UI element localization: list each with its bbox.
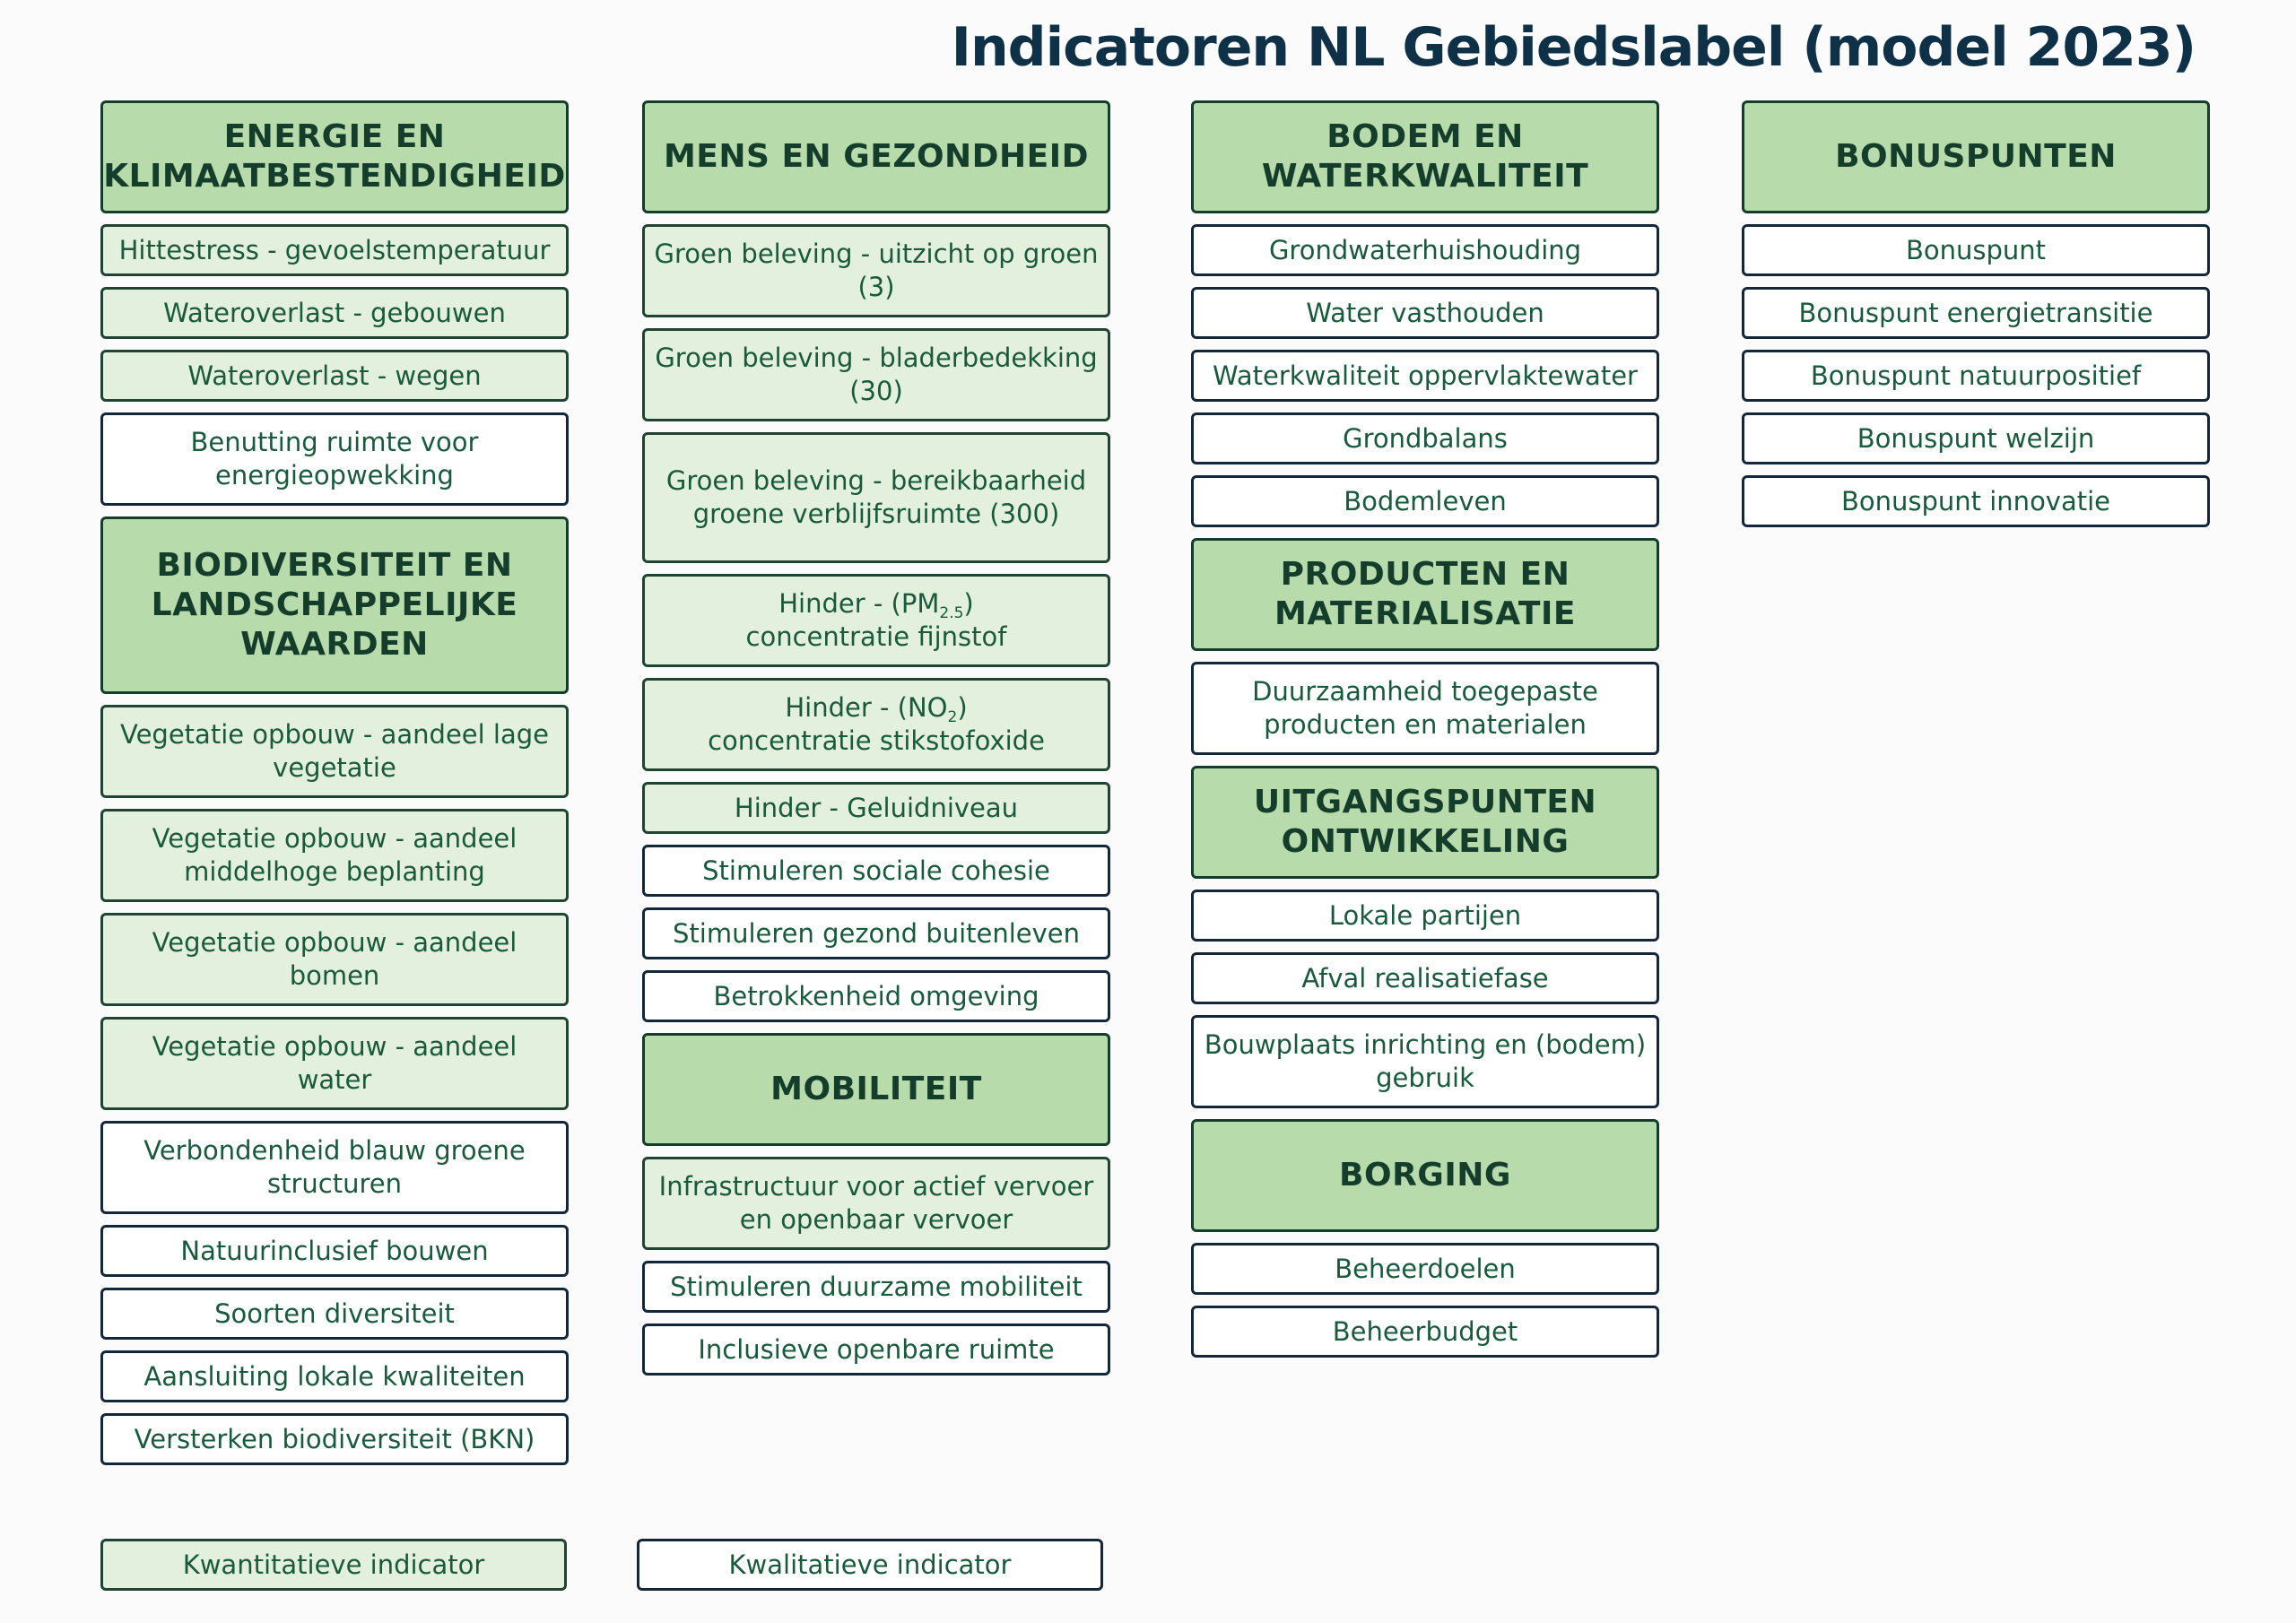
indicator-duurzame-mobiliteit: Stimuleren duurzame mobiliteit [642,1261,1110,1313]
indicator-hinder-fijnstof: Hinder - (PM2.5) concentratie fijnstof [642,574,1110,667]
page-title: Indicatoren NL Gebiedslabel (model 2023) [951,16,2196,79]
indicator-soorten-diversiteit: Soorten diversiteit [100,1288,569,1340]
indicator-aansluiting: Aansluiting lokale kwaliteiten [100,1350,569,1402]
indicator-bonus-innovatie: Bonuspunt innovatie [1742,475,2210,527]
section-header-uitgangspunten: UITGANGSPUNTEN ONTWIKKELING [1191,766,1659,879]
hinder-fijnstof-close: ) [963,588,974,619]
section-header-bonuspunten: BONUSPUNTEN [1742,100,2210,213]
hinder-stikstof-prefix: Hinder - (NO [785,692,948,723]
indicator-groen-uitzicht: Groen beleving - uitzicht op groen (3) [642,224,1110,317]
indicator-sociale-cohesie: Stimuleren sociale cohesie [642,845,1110,897]
column-4: BONUSPUNTEN Bonuspunt Bonuspunt energiet… [1742,100,2210,538]
indicator-vegetatie-water: Vegetatie opbouw - aandeel water [100,1017,569,1110]
indicator-hinder-geluid: Hinder - Geluidniveau [642,782,1110,834]
indicator-wateroverlast-gebouwen: Wateroverlast - gebouwen [100,287,569,339]
indicator-infrastructuur: Infrastructuur voor actief vervoer en op… [642,1157,1110,1250]
hinder-fijnstof-desc: concentratie fijnstof [745,621,1007,652]
section-header-energie: ENERGIE EN KLIMAATBESTENDIGHEID [100,100,569,213]
section-header-mens: MENS EN GEZONDHEID [642,100,1110,213]
indicator-groen-bereikbaarheid: Groen beleving - bereikbaarheid groene v… [642,432,1110,563]
indicator-vegetatie-lage: Vegetatie opbouw - aandeel lage vegetati… [100,705,569,798]
hinder-fijnstof-text: Hinder - (PM2.5) concentratie fijnstof [746,587,1007,654]
indicator-hinder-stikstof: Hinder - (NO2) concentratie stikstofoxid… [642,678,1110,771]
indicator-bouwplaats: Bouwplaats inrichting en (bodem) gebruik [1191,1015,1659,1108]
indicator-wateroverlast-wegen: Wateroverlast - wegen [100,350,569,402]
section-header-biodiversiteit: BIODIVERSITEIT EN LANDSCHAPPELIJKE WAARD… [100,516,569,694]
indicator-bodemleven: Bodemleven [1191,475,1659,527]
indicator-grondwater: Grondwaterhuishouding [1191,224,1659,276]
indicator-waterkwaliteit: Waterkwaliteit oppervlaktewater [1191,350,1659,402]
indicator-groen-bladerbedekking: Groen beleving - bladerbedekking (30) [642,328,1110,421]
indicator-bonus-energietransitie: Bonuspunt energietransitie [1742,287,2210,339]
indicator-beheerbudget: Beheerbudget [1191,1306,1659,1358]
indicator-bonuspunt: Bonuspunt [1742,224,2210,276]
indicator-vegetatie-bomen: Vegetatie opbouw - aandeel bomen [100,913,569,1006]
indicator-beheerdoelen: Beheerdoelen [1191,1243,1659,1295]
indicator-verbondenheid: Verbondenheid blauw groene structuren [100,1121,569,1214]
indicator-duurzaamheid-producten: Duurzaamheid toegepaste producten en mat… [1191,662,1659,755]
section-header-producten: PRODUCTEN EN MATERIALISATIE [1191,538,1659,651]
indicator-inclusieve-ruimte: Inclusieve openbare ruimte [642,1324,1110,1376]
hinder-stikstof-desc: concentratie stikstofoxide [708,725,1045,756]
legend-qualitative: Kwalitatieve indicator [637,1539,1103,1591]
indicator-betrokkenheid: Betrokkenheid omgeving [642,970,1110,1022]
indicator-grondbalans: Grondbalans [1191,412,1659,464]
section-header-borging: BORGING [1191,1119,1659,1232]
hinder-stikstof-close: ) [957,692,968,723]
column-1: ENERGIE EN KLIMAATBESTENDIGHEID Hittestr… [100,100,569,1476]
hinder-stikstof-text: Hinder - (NO2) concentratie stikstofoxid… [708,691,1045,758]
indicator-benutting-ruimte: Benutting ruimte voor energieopwekking [100,412,569,506]
indicator-gezond-buitenleven: Stimuleren gezond buitenleven [642,907,1110,959]
indicator-bonus-welzijn: Bonuspunt welzijn [1742,412,2210,464]
indicator-lokale-partijen: Lokale partijen [1191,890,1659,942]
column-3: BODEM EN WATERKWALITEIT Grondwaterhuisho… [1191,100,1659,1368]
pm-subscript: 2.5 [939,604,964,622]
indicator-bonus-natuurpositief: Bonuspunt natuurpositief [1742,350,2210,402]
section-header-bodem: BODEM EN WATERKWALITEIT [1191,100,1659,213]
column-2: MENS EN GEZONDHEID Groen beleving - uitz… [642,100,1110,1386]
section-header-mobiliteit: MOBILITEIT [642,1033,1110,1146]
hinder-fijnstof-prefix: Hinder - (PM [778,588,940,619]
indicator-water-vasthouden: Water vasthouden [1191,287,1659,339]
indicator-biodiversiteit-bkn: Versterken biodiversiteit (BKN) [100,1413,569,1465]
indicator-hittestress: Hittestress - gevoelstemperatuur [100,224,569,276]
indicator-afval: Afval realisatiefase [1191,952,1659,1004]
indicator-vegetatie-middelhoge: Vegetatie opbouw - aandeel middelhoge be… [100,809,569,902]
no-subscript: 2 [947,708,958,726]
legend-quantitative: Kwantitatieve indicator [100,1539,567,1591]
indicator-natuurinclusief: Natuurinclusief bouwen [100,1225,569,1277]
